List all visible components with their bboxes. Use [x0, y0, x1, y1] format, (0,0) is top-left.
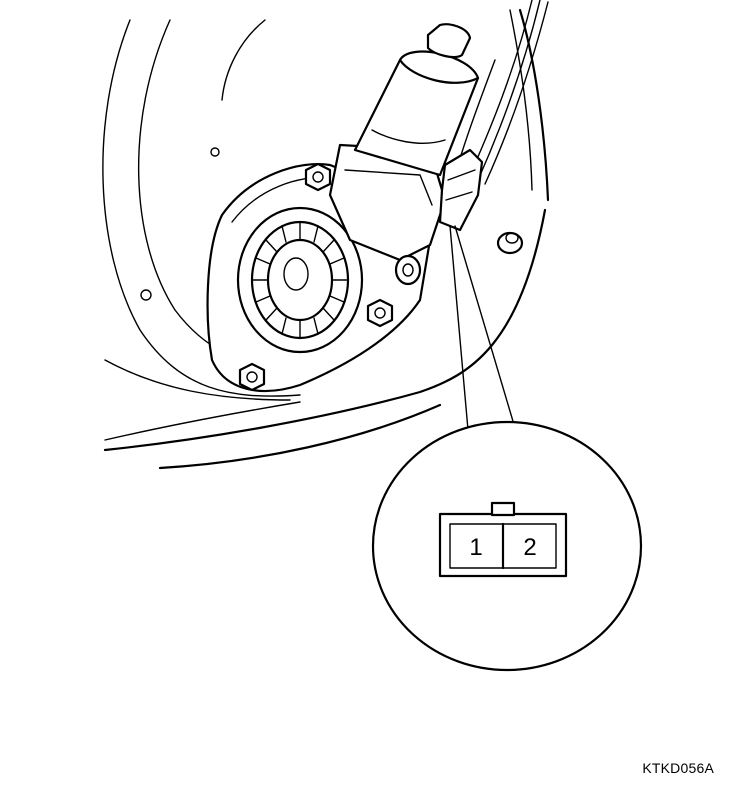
figure-code: KTKD056A	[642, 760, 714, 776]
callout-leader	[449, 225, 516, 431]
bolt-top	[304, 162, 332, 192]
bolt-bottom	[238, 362, 266, 392]
connector-callout: 1 2	[371, 420, 643, 672]
motor-housing	[236, 206, 364, 354]
connector-face: 1 2	[438, 501, 568, 578]
mounting-bolts	[238, 162, 394, 392]
motor-gearbox	[328, 143, 447, 286]
door-panel	[102, 8, 550, 470]
pin-2-label: 2	[523, 534, 536, 561]
pin-1-label: 1	[469, 534, 482, 561]
motor-connector	[438, 148, 484, 232]
motor-cylinder	[353, 23, 480, 177]
bolt-right	[366, 298, 394, 328]
